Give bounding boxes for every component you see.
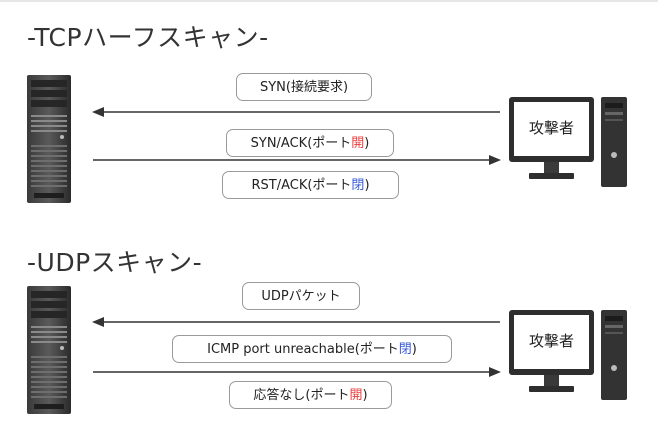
attacker-label: 攻撃者 xyxy=(528,332,574,350)
port-open-highlight: 開 xyxy=(349,388,363,403)
attacker-computer-icon: 攻撃者 xyxy=(509,97,629,196)
udp-scan-section: -UDPスキャン- xyxy=(0,225,658,425)
no-response-close: ) xyxy=(362,388,368,403)
icmp-unreachable-message: ICMP port unreachable(ポート閉) xyxy=(172,335,452,363)
udp-arrow-to-server xyxy=(92,317,500,327)
server-icon xyxy=(26,75,72,207)
tcp-half-scan-section: -TCPハーフスキャン- xyxy=(0,0,658,203)
attacker-computer-icon: 攻撃者 xyxy=(509,310,629,409)
no-response-text: 応答なし(ポート xyxy=(253,388,350,403)
udp-packet-text: UDPパケット xyxy=(261,289,341,304)
attacker-label: 攻撃者 xyxy=(528,119,574,137)
port-open-highlight: 開 xyxy=(351,136,365,151)
no-response-message: 応答なし(ポート開) xyxy=(229,381,392,409)
udp-arrows xyxy=(92,317,501,377)
tcp-arrow-to-attacker xyxy=(93,155,501,165)
tcp-syn-text: SYN(接続要求) xyxy=(259,80,349,95)
port-closed-highlight: 閉 xyxy=(351,178,365,193)
icmp-unreachable-close: ) xyxy=(411,342,417,357)
tcp-synack-message: SYN/ACK(ポート開) xyxy=(226,129,394,157)
tcp-arrow-to-server xyxy=(92,107,500,117)
tcp-synack-text: SYN/ACK(ポート xyxy=(250,136,352,151)
tcp-section-title: -TCPハーフスキャン- xyxy=(27,23,269,52)
port-closed-highlight: 閉 xyxy=(398,342,412,357)
tcp-rstack-text: RST/ACK(ポート xyxy=(251,178,352,193)
top-divider xyxy=(0,0,658,2)
udp-arrow-to-attacker xyxy=(93,367,501,377)
server-icon xyxy=(26,286,72,418)
icmp-unreachable-text: ICMP port unreachable(ポート xyxy=(207,342,399,357)
tcp-rstack-close: ) xyxy=(364,178,370,193)
tcp-arrows xyxy=(92,107,501,165)
udp-packet-message: UDPパケット xyxy=(242,282,360,310)
tcp-synack-close: ) xyxy=(364,136,370,151)
tcp-rstack-message: RST/ACK(ポート閉) xyxy=(222,171,399,199)
udp-section-title: -UDPスキャン- xyxy=(27,248,203,277)
tcp-syn-message: SYN(接続要求) xyxy=(236,73,372,101)
